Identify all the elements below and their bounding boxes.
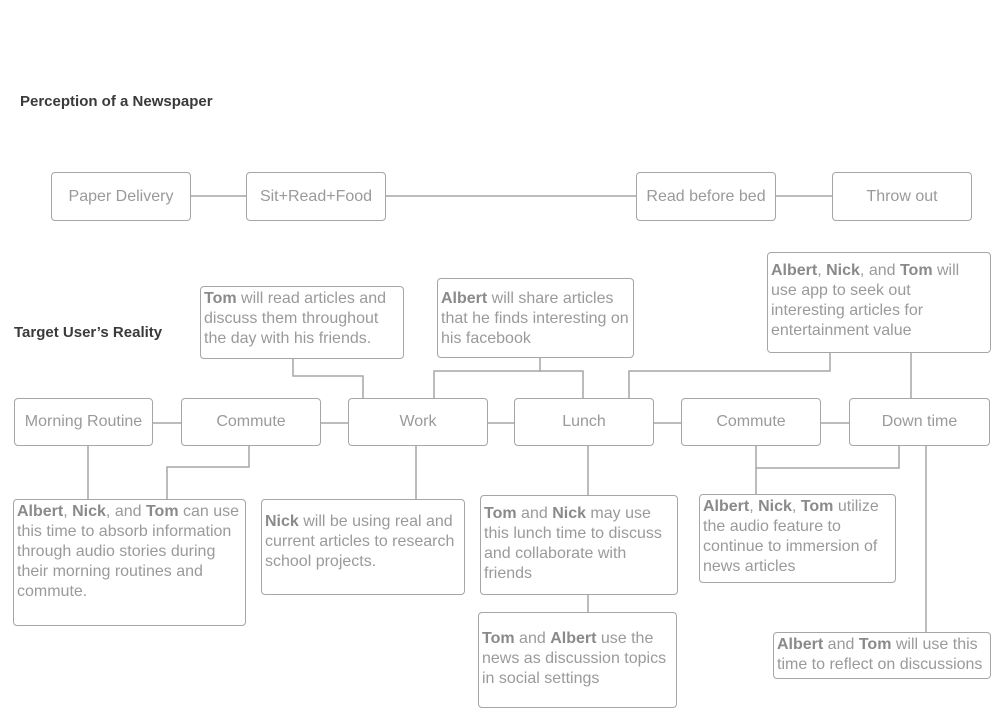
note-tom-work: Tom will read articles and discuss them … [200, 286, 404, 359]
note-lunch-collab: Tom and Nick may use this lunch time to … [480, 495, 678, 595]
node-sit-read-food: Sit+Read+Food [246, 172, 386, 221]
node-throw-out: Throw out [832, 172, 972, 221]
node-work: Work [348, 398, 488, 446]
node-paper-delivery: Paper Delivery [51, 172, 191, 221]
reality-heading: Target User’s Reality [14, 324, 163, 341]
note-app-entertainment: Albert, Nick, and Tom will use app to se… [767, 252, 991, 353]
node-lunch: Lunch [514, 398, 654, 446]
perception-heading: Perception of a Newspaper [20, 93, 213, 110]
node-commute-1: Commute [181, 398, 321, 446]
note-nick-school: Nick will be using real and current arti… [261, 499, 465, 595]
note-albert-facebook: Albert will share articles that he finds… [437, 278, 634, 358]
node-morning-routine: Morning Routine [14, 398, 153, 446]
node-down-time: Down time [849, 398, 990, 446]
note-social-topics: Tom and Albert use the news as discussio… [478, 612, 677, 708]
node-commute-2: Commute [681, 398, 821, 446]
note-reflect: Albert and Tom will use this time to ref… [773, 632, 991, 679]
note-audio-immersion: Albert, Nick, Tom utilize the audio feat… [699, 494, 896, 583]
note-audio-morning: Albert, Nick, and Tom can use this time … [13, 499, 246, 626]
node-read-before-bed: Read before bed [636, 172, 776, 221]
